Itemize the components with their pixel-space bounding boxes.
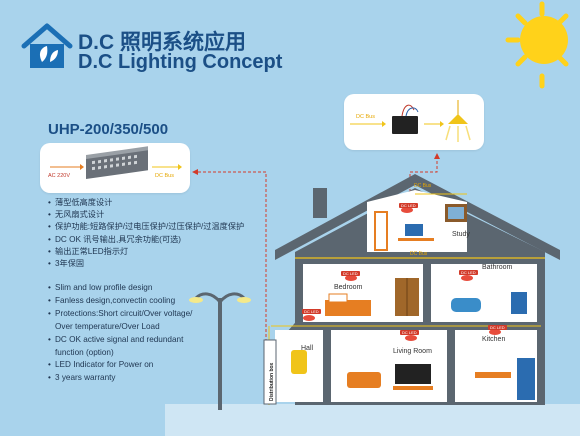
feature-cn-item: 保护功能:短路保护/过电压保护/过压保护/过温度保护 [48, 221, 244, 233]
distribution-box-label: Distribution box [269, 362, 275, 401]
feature-en-item-continued: Over temperature/Over Load [55, 321, 160, 331]
feature-cn-item: DC OK 讯号输出,具冗余功能(可选) [48, 234, 244, 246]
room-label-study: Study [452, 231, 470, 238]
driver-lamp-card: DC Bus [344, 94, 484, 150]
feature-en-item-continued: function (option) [55, 347, 114, 357]
feature-en-item: Fanless design,convectin cooling [48, 295, 192, 308]
dc-led-label: DC LED [341, 271, 360, 276]
dc-bus-label-upper: DC Bus [414, 183, 432, 189]
room-label-bathroom: Bathroom [482, 264, 513, 271]
title-chinese: D.C 照明系统应用 [78, 31, 246, 54]
features-english-list: Slim and low profile design Fanless desi… [48, 282, 192, 385]
house-illustration [263, 174, 560, 405]
dc-led-label: DC LED [459, 270, 478, 275]
title-english: D.C Lighting Concept [78, 51, 283, 73]
dc-led-label: DC LED [399, 203, 418, 208]
driver-bus-label: DC Bus [356, 114, 375, 120]
feature-cn-item: 无风扇式设计 [48, 209, 244, 221]
feature-cn-item: 输出正常LED指示灯 [48, 246, 244, 258]
feature-cn-item: 薄型低高度设计 [48, 197, 244, 209]
feature-en-item: DC OK active signal and redundant [48, 334, 192, 347]
psu-image [50, 146, 182, 179]
dc-bus-label-middle: DC Bus [410, 251, 428, 257]
features-chinese-list: 薄型低高度设计 无风扇式设计 保护功能:短路保护/过电压保护/过压保护/过温度保… [48, 197, 244, 270]
room-label-bedroom: Bedroom [334, 284, 363, 291]
dc-output-label: DC Bus [155, 173, 174, 179]
ac-input-label: AC 220V [48, 173, 71, 179]
feature-en-item: 3 years warranty [48, 372, 192, 385]
house-logo-icon [21, 23, 73, 68]
dc-led-label: DC LED [400, 330, 419, 335]
street-lamp-icon [189, 292, 251, 410]
room-label-hall: Hall [301, 345, 314, 352]
room-label-living-room: Living Room [393, 348, 432, 355]
sun-icon [505, 1, 569, 89]
product-model: UHP-200/350/500 [48, 121, 169, 138]
dc-led-label: DC LED [488, 325, 507, 330]
feature-en-item: Slim and low profile design [48, 282, 192, 295]
feature-en-item: Protections:Short circuit/Over voltage/ [48, 308, 192, 321]
dc-led-label: DC LED [302, 309, 321, 314]
feature-en-item: LED Indicator for Power on [48, 359, 192, 372]
psu-card: AC 220V DC Bus [40, 143, 190, 193]
room-label-kitchen: Kitchen [482, 336, 506, 343]
feature-cn-item: 3年保固 [48, 258, 244, 270]
ground [165, 404, 580, 436]
driver-lamp-image [350, 100, 471, 142]
